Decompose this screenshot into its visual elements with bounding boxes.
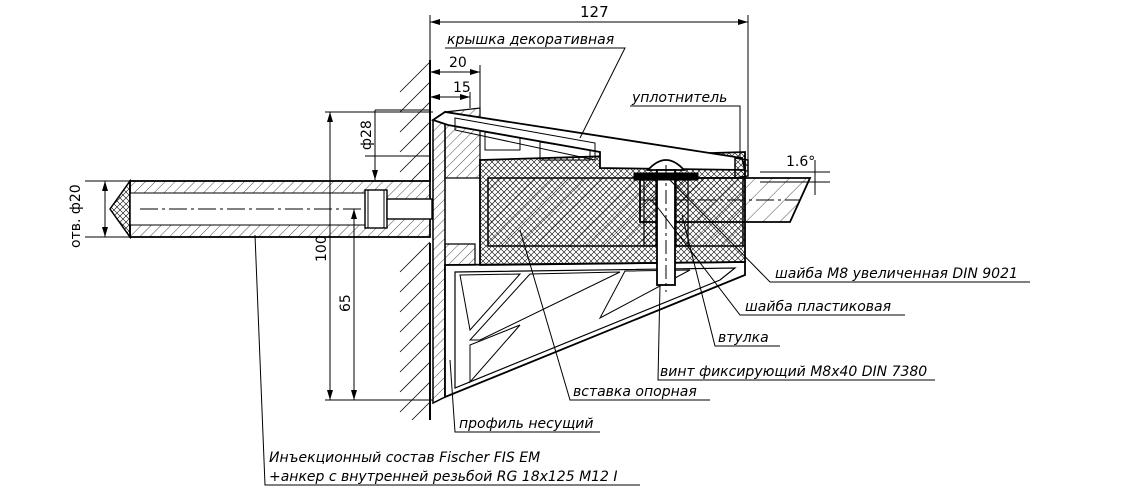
dim-15: 15 bbox=[453, 80, 471, 96]
callout-plastic-washer: шайба пластиковая bbox=[745, 299, 891, 315]
dim-100: 100 bbox=[314, 235, 330, 262]
callout-screw: винт фиксирующий М8х40 DIN 7380 bbox=[660, 364, 927, 380]
drill-tip bbox=[109, 178, 131, 240]
callout-support-insert: вставка опорная bbox=[573, 384, 697, 400]
seal bbox=[734, 157, 749, 179]
dim-angle: 1.6° bbox=[786, 154, 815, 170]
wall-hatching bbox=[399, 61, 431, 421]
leader-lines bbox=[254, 47, 1030, 486]
callout-injection-line1: Инъекционный состав Fischer FIS EM bbox=[269, 450, 540, 466]
anchor-assembly bbox=[109, 178, 433, 240]
plastic-washer bbox=[643, 179, 657, 247]
dim-diameter-28: ф28 bbox=[359, 120, 375, 150]
callout-carrier-profile: профиль несущий bbox=[459, 416, 593, 432]
dim-127: 127 bbox=[580, 3, 609, 21]
carrier-profile bbox=[432, 107, 746, 405]
callout-sleeve: втулка bbox=[718, 330, 769, 346]
callout-washer-m8: шайба М8 увеличенная DIN 9021 bbox=[775, 266, 1018, 282]
dimension-lines bbox=[85, 15, 830, 401]
wall bbox=[399, 60, 431, 421]
dim-hole-diameter: отв. ф20 bbox=[68, 184, 84, 248]
callout-seal: уплотнитель bbox=[631, 90, 727, 106]
callout-cover: крышка декоративная bbox=[447, 32, 614, 48]
dim-65: 65 bbox=[338, 294, 354, 312]
callout-injection-line2: +анкер с внутренней резьбой RG 18х125 М1… bbox=[269, 469, 618, 485]
sleeve bbox=[675, 179, 689, 247]
dim-20: 20 bbox=[449, 55, 467, 71]
